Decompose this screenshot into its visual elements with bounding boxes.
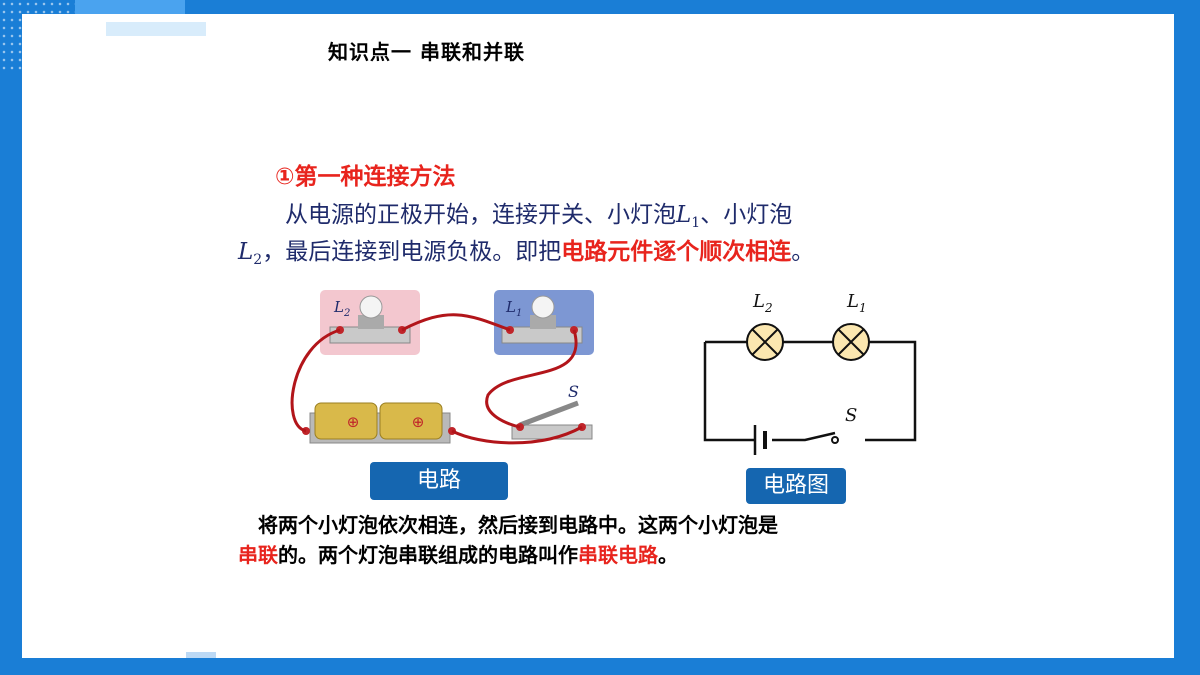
bottom-line-1: 将两个小灯泡依次相连，然后接到电路中。这两个小灯泡是 — [258, 510, 978, 540]
top-tab-decoration — [106, 22, 206, 36]
wire — [290, 328, 341, 433]
paragraph-line-2: L2，最后连接到电源负极。即把电路元件逐个顺次相连。 — [238, 234, 918, 278]
photo-l2-label: L2 — [333, 298, 350, 319]
page-title: 知识点一 串联和并联 — [328, 40, 525, 64]
paragraph-text: 、小灯泡 — [700, 202, 793, 228]
paragraph-text: 。 — [791, 239, 815, 265]
l1-bulb-icon — [531, 295, 555, 319]
highlight-text: 电路元件逐个顺次相连 — [561, 239, 792, 265]
bottom-text: 的。两个灯泡串联组成的电路叫作 — [278, 543, 578, 567]
l2-socket — [358, 315, 384, 329]
method-heading: ①第一种连接方法 — [275, 164, 456, 190]
switch-pivot-icon — [831, 436, 839, 444]
paragraph-text: ，最后连接到电源负极。即把 — [262, 239, 562, 265]
l1-socket — [530, 315, 556, 329]
bottom-decoration — [186, 652, 216, 658]
circuit-label-button[interactable]: 电路 — [370, 462, 508, 500]
diagram-l2-label: L2 — [752, 291, 773, 315]
l1-symbol: L1 — [676, 202, 701, 231]
bottom-line-2: 串联的。两个灯泡串联组成的电路叫作串联电路。 — [238, 540, 958, 570]
highlight-series-circuit: 串联电路 — [578, 543, 658, 567]
wire — [401, 313, 511, 332]
circuit-photo: L2 L1 ⊕ ⊕ S — [290, 290, 594, 445]
photo-switch-label: S — [568, 382, 579, 401]
diagram-switch-label: S — [845, 405, 857, 426]
plus-icon: ⊕ — [412, 413, 425, 431]
photo-l1-label: L1 — [505, 298, 522, 319]
diagram-l1-label: L1 — [846, 291, 867, 315]
paragraph-text: 从电源的正极开始，连接开关、小灯泡 — [285, 202, 676, 228]
highlight-series: 串联 — [238, 543, 278, 567]
plus-icon: ⊕ — [347, 413, 360, 431]
l1-base — [501, 326, 583, 344]
switch-lever — [519, 400, 579, 428]
diagram-wire — [703, 340, 917, 442]
battery-cell — [379, 402, 443, 440]
circuit-diagram-label-button[interactable]: 电路图 — [746, 468, 846, 504]
wire — [451, 425, 583, 445]
lamp-cross — [837, 328, 865, 356]
wire — [485, 329, 578, 429]
l2-symbol: L2 — [238, 239, 263, 268]
paragraph-line-1: 从电源的正极开始，连接开关、小灯泡L1、小灯泡 — [285, 197, 965, 241]
bottom-text: 。 — [658, 543, 678, 567]
battery-cell — [314, 402, 378, 440]
bottom-text: 将两个小灯泡依次相连，然后接到电路中。这两个小灯泡是 — [258, 513, 778, 537]
lamp-cross — [751, 328, 779, 356]
slide-canvas — [22, 14, 1174, 658]
l2-bulb-icon — [359, 295, 383, 319]
circuit-diagram: L2 L1 S — [703, 291, 917, 455]
